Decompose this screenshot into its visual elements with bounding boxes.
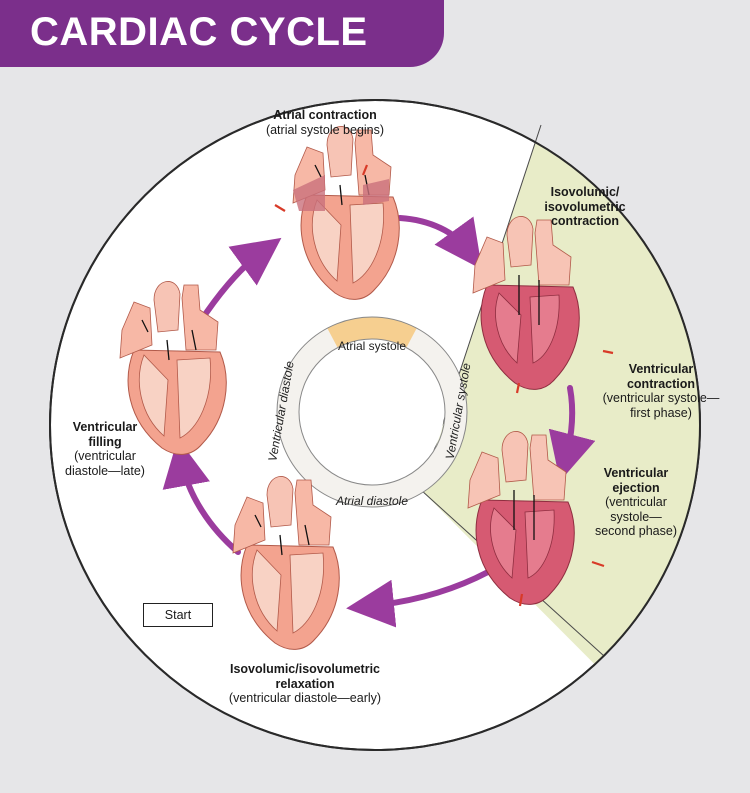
- label-ventricular-contraction: Ventricular contraction (ventricular sys…: [602, 362, 720, 420]
- label-isovolumic-contraction: Isovolumic/ isovolumetric contraction: [544, 185, 626, 228]
- pressure-arrow-icon: [518, 593, 524, 607]
- arrow-to-relaxation: [346, 569, 491, 628]
- label-ventricular-ejection: Ventricular ejection (ventricular systol…: [594, 466, 677, 538]
- pressure-arrow-icon: [602, 349, 614, 355]
- heart-ventricular-ejection: [467, 430, 605, 607]
- page-title: CARDIAC CYCLE: [30, 10, 368, 54]
- label-ventricular-filling: Ventricular filling (ventricular diastol…: [65, 420, 145, 478]
- heart-atrial-contraction: [274, 125, 400, 301]
- arrow-to-filling: [162, 438, 241, 555]
- pressure-arrow-icon: [591, 560, 605, 568]
- pressure-arrow-icon: [515, 382, 521, 394]
- pressure-arrow-icon: [274, 204, 286, 212]
- start-label: Start: [143, 603, 213, 627]
- arrow-to-ejection: [548, 385, 596, 482]
- label-atrial-contraction: Atrial contraction (atrial systole begin…: [265, 108, 385, 137]
- ring-label-atrial-systole: Atrial systole: [338, 339, 406, 353]
- label-isovolumic-relaxation: Isovolumic/isovolumetric relaxation (ven…: [228, 662, 382, 705]
- ring-label-atrial-diastole: Atrial diastole: [335, 494, 408, 508]
- heart-isovolumic-contraction: [472, 215, 614, 394]
- title-banner: CARDIAC CYCLE: [0, 0, 444, 67]
- arrow-to-isovolumic-contraction: [397, 215, 483, 270]
- pressure-arrow-icon: [361, 164, 369, 176]
